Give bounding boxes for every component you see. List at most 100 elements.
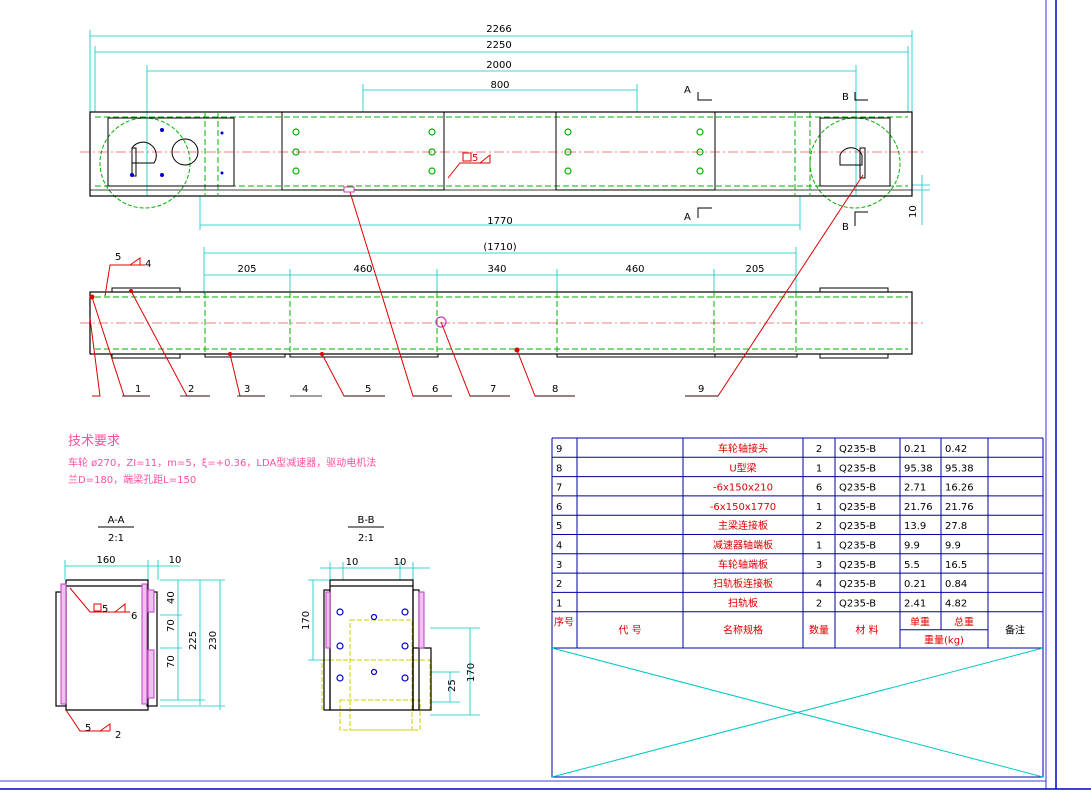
- bom-row-7-material: Q235-B: [839, 483, 876, 494]
- aa-dim-10: 10: [169, 555, 182, 566]
- bom-header-weight: 重量(kg): [924, 634, 964, 647]
- bom-row-4-name: 减速器轴端板: [713, 539, 773, 552]
- bom-row-9-material: Q235-B: [839, 444, 876, 455]
- bom-row-4-no: 4: [556, 541, 562, 552]
- top-view: 2266 2250 2000 800 1770 10: [80, 24, 930, 233]
- bom-table-grid: [551, 437, 1044, 649]
- bom-row-6-no: 6: [556, 502, 562, 513]
- dim-2250: 2250: [486, 40, 511, 51]
- section-mark-b-bottom: B: [842, 222, 849, 233]
- bom-row-2-no: 2: [556, 579, 562, 590]
- bom-row-4-qty: 1: [816, 541, 822, 552]
- dim-10: 10: [908, 205, 919, 218]
- bom-row-3-no: 3: [556, 560, 562, 571]
- bom-row-8-material: Q235-B: [839, 463, 876, 474]
- bom-row-5-unit: 13.9: [904, 521, 926, 532]
- bom-row-2-name: 扫轨板连接板: [713, 577, 773, 590]
- dim-1770: 1770: [487, 216, 512, 227]
- bom-row-8-qty: 1: [816, 463, 822, 474]
- bom-row-1-material: Q235-B: [839, 598, 876, 609]
- bom-row-2-unit: 0.21: [904, 579, 926, 590]
- dim-2000: 2000: [486, 60, 511, 71]
- dim-460-right: 460: [625, 264, 644, 275]
- bb-dim-170b: 170: [466, 663, 477, 682]
- dim-205-left: 205: [237, 264, 256, 275]
- bom-row-9-unit: 0.21: [904, 444, 926, 455]
- bom-row-2-total: 0.84: [945, 579, 967, 590]
- dim-800: 800: [490, 80, 509, 91]
- bom-row-5-name: 主梁连接板: [718, 519, 768, 532]
- bom-row-9-qty: 2: [816, 444, 822, 455]
- aa-dim-70a: 70: [166, 619, 177, 632]
- bom-row-1-total: 4.82: [945, 598, 967, 609]
- bom-row-6-unit: 21.76: [904, 502, 933, 513]
- aa-dim-70b: 70: [166, 655, 177, 668]
- balloon-9: 9: [698, 384, 704, 395]
- bom-header-qty: 数量: [809, 624, 829, 637]
- section-aa-scale: 2:1: [108, 533, 124, 544]
- tech-line-2: 兰D=180，端梁孔距L=150: [68, 473, 196, 486]
- bom-row-1-no: 1: [556, 598, 562, 609]
- leader-lines: [89, 174, 864, 397]
- bom-row-7-name: -6x150x210: [713, 483, 773, 494]
- dim-460-left: 460: [353, 264, 372, 275]
- bom-row-2-material: Q235-B: [839, 579, 876, 590]
- bom-header-code: 代 号: [618, 625, 641, 637]
- aa-weld-top-count: 6: [131, 611, 137, 622]
- section-bb: B-B 2:1 10 10 170 170 25: [301, 515, 480, 731]
- bom-row-3-material: Q235-B: [839, 560, 876, 571]
- bom-row-3-qty: 3: [816, 560, 822, 571]
- bom-row-8-no: 8: [556, 463, 562, 474]
- aa-weld-top-size: 5: [102, 604, 108, 615]
- bom-row-6-name: -6x150x1770: [710, 502, 776, 513]
- bom-row-8-total: 95.38: [945, 463, 974, 474]
- bom-row-5-qty: 2: [816, 521, 822, 532]
- bom-row-5-material: Q235-B: [839, 521, 876, 532]
- bom-row-8-unit: 95.38: [904, 463, 933, 474]
- tech-title: 技术要求: [68, 434, 120, 449]
- balloon-4: 4: [302, 384, 308, 395]
- aa-dim-230: 230: [208, 631, 219, 650]
- bom-row-1-name: 扫轨板: [728, 596, 758, 609]
- title-block: [551, 647, 1044, 778]
- bom-header-unit: 单重: [910, 616, 930, 629]
- bom-row-2-qty: 4: [816, 579, 822, 590]
- bom-row-6-material: Q235-B: [839, 502, 876, 513]
- balloon-6: 6: [432, 384, 438, 395]
- aa-dim-40: 40: [166, 591, 177, 604]
- aa-weld-bottom-size: 5: [85, 723, 91, 734]
- weld-size-top: 5: [472, 153, 478, 164]
- bom-row-9-no: 9: [556, 444, 562, 455]
- bom-row-4-unit: 9.9: [904, 541, 920, 552]
- balloon-2: 2: [188, 384, 194, 395]
- section-bb-title: B-B: [358, 515, 375, 526]
- bom-row-7-no: 7: [556, 483, 562, 494]
- bom-row-4-material: Q235-B: [839, 541, 876, 552]
- bb-dim-170a: 170: [301, 611, 312, 630]
- section-aa: A-A 2:1 160 10 40 70 70 225 230: [55, 515, 225, 741]
- bom-row-1-qty: 2: [816, 598, 822, 609]
- front-weld-size: 5: [115, 252, 121, 263]
- aa-weld-bottom-count: 2: [115, 730, 121, 741]
- bom-row-7-qty: 6: [816, 483, 822, 494]
- bom-row-7-unit: 2.71: [904, 483, 926, 494]
- bom-row-3-unit: 5.5: [904, 560, 920, 571]
- bom-header-no: 序号: [554, 616, 574, 629]
- balloon-5: 5: [365, 384, 371, 395]
- bom-row-3-total: 16.5: [945, 560, 967, 571]
- weld-symbol-top: [447, 152, 491, 179]
- balloon-3: 3: [244, 384, 250, 395]
- balloon-8: 8: [552, 384, 558, 395]
- balloon-1: 1: [135, 384, 141, 395]
- bom-row-9-total: 0.42: [945, 444, 967, 455]
- bom-row-1-unit: 2.41: [904, 598, 926, 609]
- bom-header-material: 材 料: [855, 624, 878, 637]
- dim-205-right: 205: [745, 264, 764, 275]
- section-mark-b-top: B: [842, 92, 849, 103]
- dim-340: 340: [487, 264, 506, 275]
- aa-dim-160: 160: [96, 555, 115, 566]
- bom-row-6-qty: 1: [816, 502, 822, 513]
- bb-dim-10a: 10: [346, 557, 359, 568]
